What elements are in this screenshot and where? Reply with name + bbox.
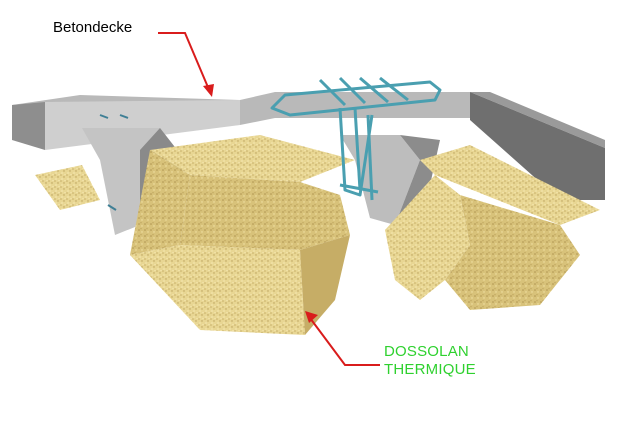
- slab-slot-marks: [99, 114, 129, 211]
- insulation-right-top: [420, 145, 600, 225]
- arrow-insulation-head: [305, 311, 318, 323]
- insulation-center-block-front: [130, 245, 305, 335]
- insulation-label: DOSSOLAN THERMIQUE: [384, 343, 476, 379]
- insulation-center-top: [150, 135, 355, 182]
- arrow-slab: [158, 32, 211, 93]
- insulation-left-strip: [35, 165, 100, 210]
- insulation-right-block: [445, 195, 580, 310]
- concrete-rib-right: [340, 135, 420, 225]
- arrow-insulation: [309, 317, 380, 366]
- insulation-label-line1: DOSSOLAN: [384, 343, 469, 360]
- insulation-center-block-side: [180, 175, 350, 250]
- insulation-center-left-face: [130, 150, 190, 255]
- insulation-center-block-right: [300, 235, 350, 335]
- concrete-slab-right-side: [470, 92, 605, 200]
- insulation-label-line2: THERMIQUE: [384, 361, 476, 378]
- annotation-arrows: [158, 32, 380, 366]
- concrete-slab-label: Betondecke: [53, 19, 133, 36]
- concrete-slab-front: [12, 102, 45, 150]
- rebar-cage: [270, 76, 442, 201]
- arrow-slab-head: [203, 84, 214, 97]
- concrete-slab-right-top: [470, 92, 605, 148]
- insulation-right-front: [385, 175, 470, 300]
